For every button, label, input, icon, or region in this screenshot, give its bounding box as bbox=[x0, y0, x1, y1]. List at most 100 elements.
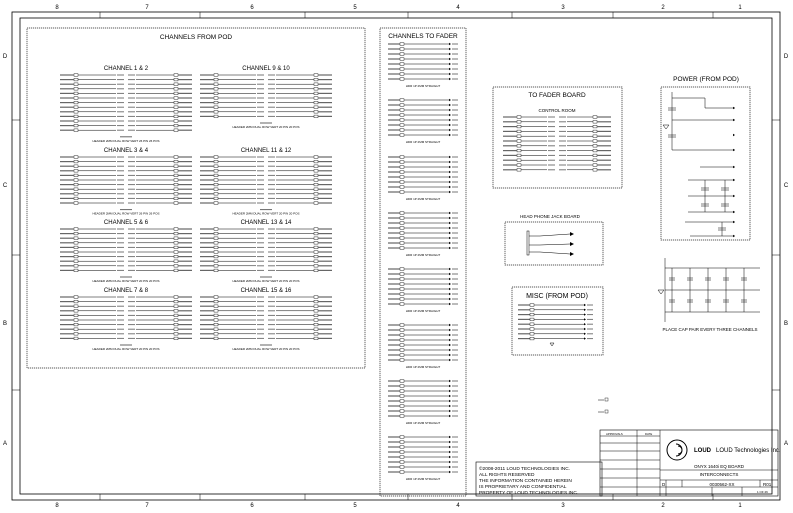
port bbox=[399, 379, 405, 383]
arrow bbox=[733, 194, 735, 198]
port bbox=[399, 62, 405, 66]
port-left bbox=[213, 304, 219, 308]
arrow bbox=[449, 170, 451, 174]
arrow bbox=[449, 455, 451, 459]
arrow bbox=[449, 123, 451, 127]
power-connectors bbox=[662, 92, 735, 238]
notes bbox=[598, 397, 609, 414]
arrow bbox=[449, 236, 451, 240]
port-right bbox=[173, 164, 179, 168]
port-right bbox=[173, 268, 179, 272]
port bbox=[399, 435, 405, 439]
arrow bbox=[449, 302, 451, 306]
channels-to-fader-title: CHANNELS TO FADER bbox=[388, 33, 458, 40]
port-right bbox=[173, 332, 179, 336]
arrow bbox=[449, 343, 451, 347]
arrow bbox=[449, 440, 451, 444]
port-left bbox=[213, 241, 219, 245]
board-title: ONYX 1640i EQ BOARD bbox=[694, 464, 745, 469]
port-right bbox=[313, 336, 319, 340]
port-right bbox=[173, 173, 179, 177]
port-right bbox=[173, 250, 179, 254]
arrow bbox=[449, 160, 451, 164]
port bbox=[399, 165, 405, 169]
port-left bbox=[73, 173, 79, 177]
port-left bbox=[213, 332, 219, 336]
port-right bbox=[313, 300, 319, 304]
port-right bbox=[313, 173, 319, 177]
port-left bbox=[213, 250, 219, 254]
port-right bbox=[313, 160, 319, 164]
power-title: POWER (FROM POD) bbox=[673, 76, 739, 83]
port-left bbox=[516, 144, 522, 148]
row-label: B bbox=[784, 321, 788, 327]
capacitor-pair bbox=[687, 268, 693, 312]
arrow bbox=[449, 185, 451, 189]
port-left bbox=[213, 236, 219, 240]
port bbox=[399, 133, 405, 137]
arrow bbox=[733, 106, 735, 110]
arrow bbox=[449, 62, 451, 66]
port-left bbox=[213, 101, 219, 105]
port-left bbox=[73, 241, 79, 245]
arrow bbox=[449, 460, 451, 464]
port bbox=[529, 327, 535, 331]
ground-icon bbox=[662, 124, 670, 130]
column-label: 6 bbox=[250, 5, 254, 11]
port-left bbox=[73, 78, 79, 82]
port-left bbox=[516, 120, 522, 124]
port bbox=[399, 450, 405, 454]
arrow bbox=[449, 103, 451, 107]
port-left bbox=[73, 227, 79, 231]
port-left bbox=[516, 153, 522, 157]
arrow bbox=[733, 210, 735, 214]
arrow bbox=[449, 297, 451, 301]
port-right bbox=[313, 327, 319, 331]
port-right bbox=[173, 73, 179, 77]
arrow bbox=[449, 165, 451, 169]
port-right bbox=[173, 87, 179, 91]
port-left bbox=[213, 268, 219, 272]
port-left bbox=[73, 101, 79, 105]
loud-logo: LOUD bbox=[666, 439, 712, 461]
port bbox=[399, 170, 405, 174]
port-left bbox=[213, 160, 219, 164]
arrow bbox=[449, 267, 451, 271]
port-left bbox=[213, 323, 219, 327]
port bbox=[399, 333, 405, 337]
port bbox=[399, 389, 405, 393]
fader-connector-footer: HDR 1P 2MM STRAIGHT bbox=[406, 140, 441, 144]
port-left bbox=[213, 110, 219, 114]
svg-text:©2008-2011 LOUD TECHNOLOGIES I: ©2008-2011 LOUD TECHNOLOGIES INC. bbox=[479, 465, 570, 472]
channel-group-title: CHANNEL 1 & 2 bbox=[104, 66, 149, 72]
arrow bbox=[584, 337, 586, 340]
port-right bbox=[173, 264, 179, 268]
port-right bbox=[313, 201, 319, 205]
port bbox=[399, 404, 405, 408]
port-right bbox=[592, 134, 598, 138]
port-left bbox=[213, 105, 219, 109]
port-left bbox=[213, 96, 219, 100]
company-name: LOUD Technologies Inc. bbox=[716, 448, 781, 454]
column-label: 1 bbox=[738, 503, 742, 509]
port-left bbox=[73, 164, 79, 168]
arrow bbox=[449, 231, 451, 235]
copyright-block: ©2008-2011 LOUD TECHNOLOGIES INC. ALL RI… bbox=[475, 461, 603, 497]
port bbox=[399, 123, 405, 127]
port bbox=[529, 303, 535, 307]
doc-number: 0030562-XX bbox=[709, 482, 734, 487]
row-label: A bbox=[3, 441, 7, 447]
arrow bbox=[449, 113, 451, 117]
misc-connectors bbox=[518, 303, 593, 347]
port-right bbox=[313, 105, 319, 109]
port bbox=[399, 384, 405, 388]
port-right bbox=[313, 318, 319, 322]
port bbox=[399, 348, 405, 352]
port bbox=[399, 108, 405, 112]
port-left bbox=[516, 129, 522, 133]
port-left bbox=[213, 227, 219, 231]
arrow bbox=[449, 216, 451, 220]
